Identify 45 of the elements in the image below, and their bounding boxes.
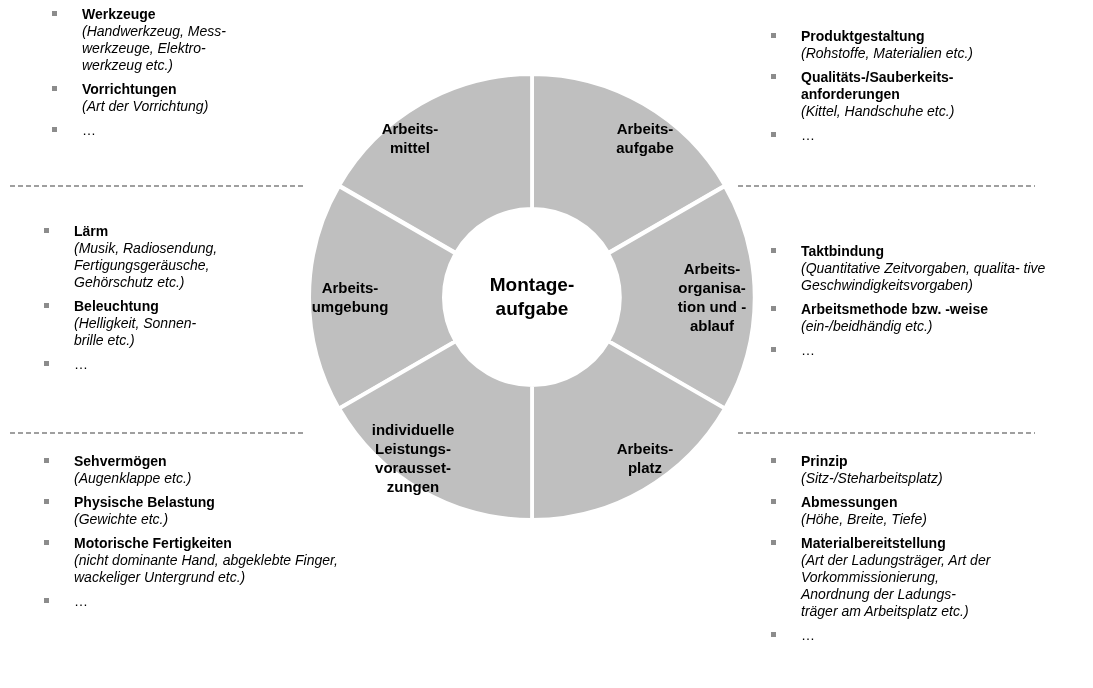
- item-heading: Produktgestaltung: [801, 28, 926, 45]
- segment-label: Arbeits- umgebung: [310, 278, 390, 316]
- segment-label: Arbeits- mittel: [380, 119, 440, 157]
- segment-label: individuelle Leistungs- vorausset- zungen: [370, 420, 456, 496]
- item-heading: Motorische Fertigkeiten: [74, 535, 233, 552]
- item-details: (Musik, Radiosendung, Fertigungsgeräusche, Gehörschutz etc.): [74, 240, 219, 291]
- ellipsis-text: …: [74, 593, 89, 610]
- item-details: (Höhe, Breite, Tiefe): [801, 511, 928, 528]
- item-details: (Handwerkzeug, Mess- werkzeuge, Elektro- werkzeug etc.): [82, 23, 227, 74]
- item-details: (nicht dominante Hand, abgeklebte Finger, wackeliger Untergrund etc.): [74, 552, 339, 586]
- item-details: (Quantitative Zeitvorgaben, qualita- tive Geschwindigkeitsvorgaben): [801, 260, 1047, 294]
- ellipsis-text: …: [801, 127, 816, 144]
- item-heading: Arbeitsmethode bzw. -weise: [801, 301, 989, 318]
- item-details: (ein-/beidhändig etc.): [801, 318, 934, 335]
- segment-label: Arbeits- aufgabe: [615, 119, 675, 157]
- item-details: (Gewichte etc.): [74, 511, 170, 528]
- item-heading: Physische Belastung: [74, 494, 216, 511]
- item-heading: Taktbindung: [801, 243, 885, 260]
- ring-segment: [532, 74, 726, 253]
- item-details: (Augenklappe etc.): [74, 470, 193, 487]
- item-heading: Materialbereitstellung: [801, 535, 947, 552]
- ring-segment: [338, 74, 532, 253]
- ellipsis-text: …: [801, 627, 816, 644]
- item-heading: Werkzeuge: [82, 6, 157, 23]
- item-heading: Abmessungen: [801, 494, 899, 511]
- ring-segment: [532, 341, 726, 520]
- item-details: (Kittel, Handschuhe etc.): [801, 103, 956, 120]
- item-heading: Prinzip: [801, 453, 849, 470]
- item-details: (Rohstoffe, Materialien etc.): [801, 45, 974, 62]
- segment-label: Arbeits- organisa- tion und -ablauf: [676, 259, 748, 335]
- ellipsis-text: …: [82, 122, 97, 139]
- center-label: Montage- aufgabe: [477, 273, 587, 321]
- item-heading: Lärm: [74, 223, 110, 240]
- ellipsis-text: …: [74, 356, 89, 373]
- item-heading: Beleuchtung: [74, 298, 160, 315]
- item-heading: Qualitäts-/Sauberkeits- anforderungen: [801, 69, 955, 103]
- segment-label: Arbeits- platz: [615, 439, 675, 477]
- ring-segment: [338, 341, 532, 520]
- item-details: (Art der Ladungsträger, Art der Vorkommissionierung, Anordnung der Ladungs- träger am Arbeitsplatz etc.): [801, 552, 992, 620]
- item-heading: Vorrichtungen: [82, 81, 178, 98]
- item-details: (Helligkeit, Sonnen- brille etc.): [74, 315, 198, 349]
- item-details: (Sitz-/Steharbeitsplatz): [801, 470, 944, 487]
- item-heading: Sehvermögen: [74, 453, 168, 470]
- item-details: (Art der Vorrichtung): [82, 98, 210, 115]
- ellipsis-text: …: [801, 342, 816, 359]
